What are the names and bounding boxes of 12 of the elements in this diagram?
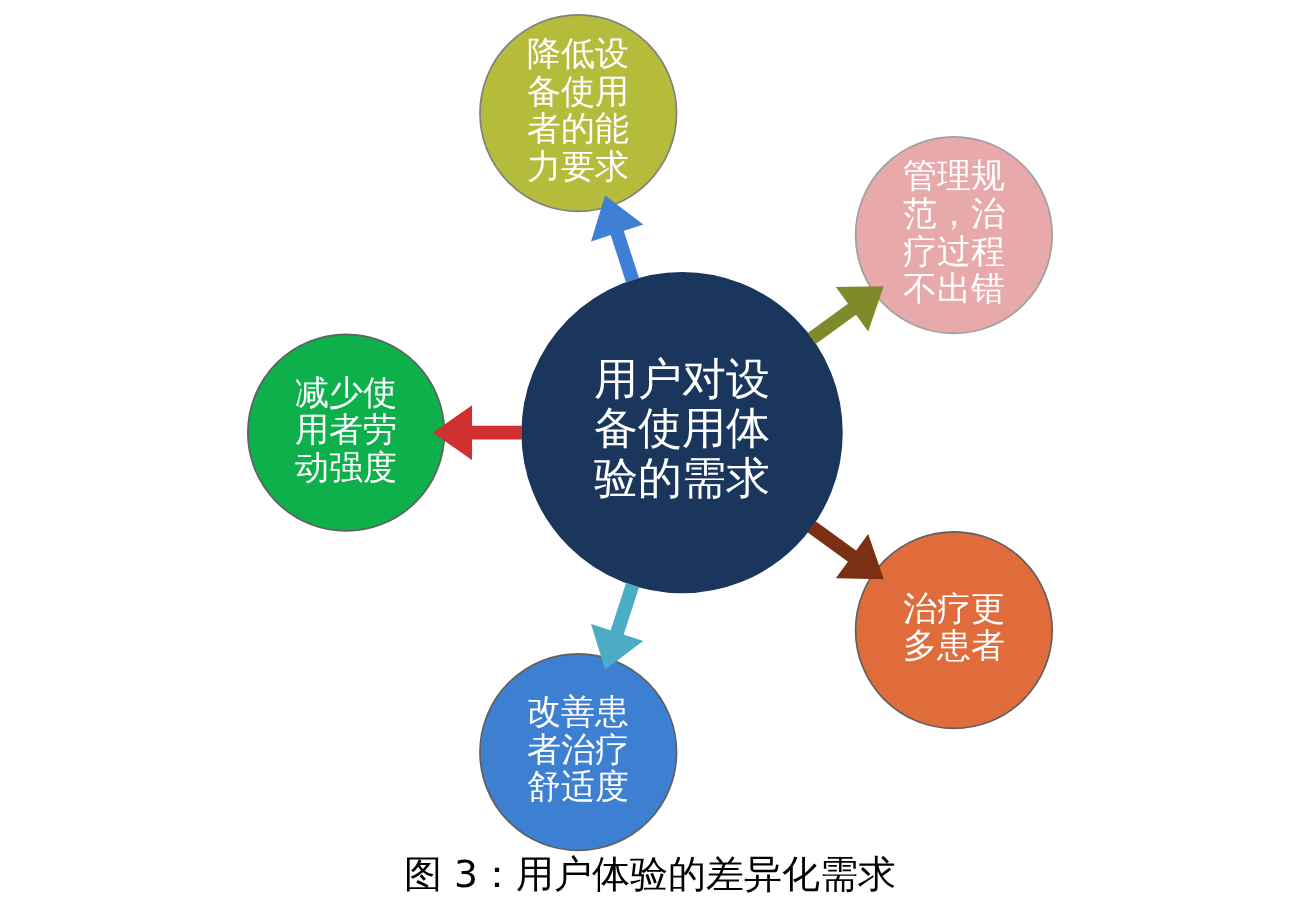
node-circle: 改善患者治疗舒适度 xyxy=(478,653,677,852)
arrow xyxy=(432,405,522,461)
node-circle: 减少使用者劳动强度 xyxy=(246,333,445,532)
arrow xyxy=(807,286,884,345)
caption: 图 3：用户体验的差异化需求 xyxy=(403,852,896,897)
node-circle: 降低设备使用者的能力要求 xyxy=(478,14,677,213)
arrow xyxy=(590,582,643,670)
arrow xyxy=(590,195,643,283)
arrow xyxy=(807,521,884,580)
node-circle: 用户对设备使用体验的需求 xyxy=(520,272,843,594)
node-circle: 治疗更多患者 xyxy=(854,531,1053,730)
node-circle: 管理规范，治疗过程不出错 xyxy=(854,136,1053,335)
